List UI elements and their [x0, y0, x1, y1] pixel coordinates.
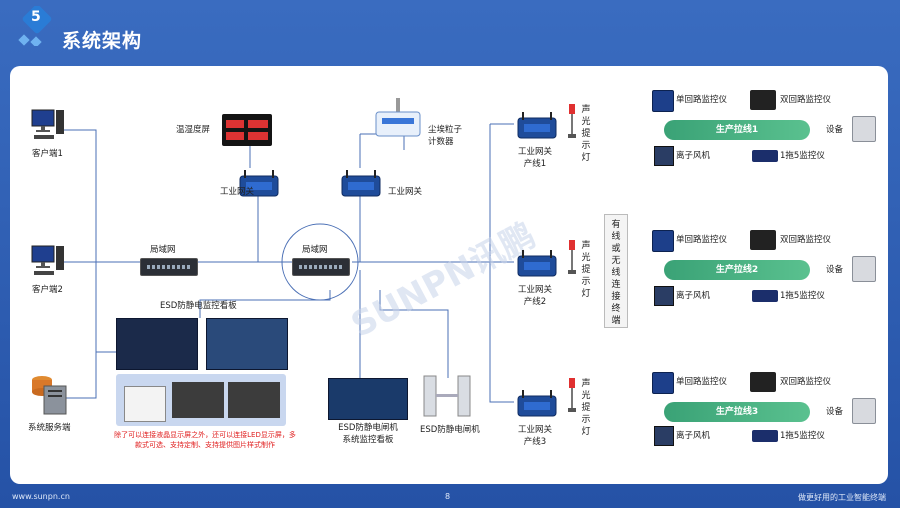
lan-center-label: 局域网: [302, 244, 328, 256]
client2-label: 客户端2: [32, 284, 63, 296]
line3-gateway-icon: [514, 388, 560, 418]
server-label: 系统服务端: [28, 422, 71, 434]
client1-label: 客户端1: [32, 148, 63, 160]
dust-counter-icon: [374, 98, 422, 140]
lan-left-switch: [140, 258, 198, 276]
line2-ion-fan-icon: [654, 286, 674, 306]
line1-single-monitor-icon: [652, 90, 674, 112]
line2-single-monitor-icon: [652, 230, 674, 252]
esd-gate-board-screen: [328, 378, 408, 420]
line3-device-icon: [852, 398, 876, 424]
line2-ion-fan-label: 离子风机: [676, 290, 710, 302]
lan-center-switch: [292, 258, 350, 276]
line1-device-icon: [852, 116, 876, 142]
esd-monitor-screen-2: [206, 318, 288, 370]
line3-light-icon: [568, 378, 576, 412]
line2-light-label: 声光提示灯: [580, 240, 592, 300]
server-icon: [30, 372, 70, 416]
client1-computer-icon: [30, 108, 66, 144]
lan-left-label: 局域网: [150, 244, 176, 256]
esd-gate-board-label: ESD防静电闸机 系统监控看板: [318, 422, 418, 446]
line3-device-label: 设备: [826, 406, 843, 418]
line2-dual-monitor-icon: [750, 230, 776, 250]
line1-one-to-five-icon: [752, 150, 778, 162]
line1-production-bar: 生产拉线1: [664, 120, 810, 140]
line3-single-monitor-icon: [652, 372, 674, 394]
line2-single-monitor-label: 单回路监控仪: [676, 234, 727, 246]
line1-ion-fan-label: 离子风机: [676, 150, 710, 162]
line1-dual-monitor-icon: [750, 90, 776, 110]
temp-screen-label: 温湿度屏: [176, 124, 210, 136]
footer-page-number: 8: [445, 492, 450, 501]
line3-ion-fan-icon: [654, 426, 674, 446]
gateway-left-label: 工业网关: [220, 186, 254, 198]
line2-one-to-five-icon: [752, 290, 778, 302]
esd-gate-label: ESD防静电闸机: [420, 424, 480, 436]
line2-device-label: 设备: [826, 264, 843, 276]
esd-monitor-screen-1: [116, 318, 198, 370]
line1-ion-fan-icon: [654, 146, 674, 166]
line3-gateway-label: 工业网关 产线3: [508, 424, 562, 448]
line1-gateway-label: 工业网关 产线1: [508, 146, 562, 170]
wireless-label: 有线或无线连接终端: [610, 219, 622, 327]
line2-production-bar: 生产拉线2: [664, 260, 810, 280]
line2-gateway-label: 工业网关 产线2: [508, 284, 562, 308]
gateway-center-label: 工业网关: [388, 186, 422, 198]
line3-one-to-five-icon: [752, 430, 778, 442]
line2-light-icon: [568, 240, 576, 274]
led-board-group: [116, 374, 286, 426]
svg-text:SUNPN讯鹏: SUNPN讯鹏: [345, 215, 542, 345]
line1-dual-monitor-label: 双回路监控仪: [780, 94, 831, 106]
temp-humidity-screen-icon: [222, 114, 272, 146]
line2-one-to-five-label: 1拖5监控仪: [780, 290, 825, 302]
esd-board-label: ESD防静电监控看板: [160, 300, 237, 312]
line3-production-bar: 生产拉线3: [664, 402, 810, 422]
line3-one-to-five-label: 1拖5监控仪: [780, 430, 825, 442]
client2-computer-icon: [30, 244, 66, 280]
wireless-connection-box: 有线或无线连接终端: [604, 214, 628, 328]
line3-ion-fan-label: 离子风机: [676, 430, 710, 442]
line3-dual-monitor-label: 双回路监控仪: [780, 376, 831, 388]
line3-dual-monitor-icon: [750, 372, 776, 392]
line1-one-to-five-label: 1拖5监控仪: [780, 150, 825, 162]
line1-light-icon: [568, 104, 576, 138]
line3-light-label: 声光提示灯: [580, 378, 592, 438]
footer-website: www.sunpn.cn: [12, 492, 70, 501]
dust-counter-label: 尘埃粒子 计数器: [428, 124, 462, 148]
line2-dual-monitor-label: 双回路监控仪: [780, 234, 831, 246]
led-support-note: 除了可以连接液晶显示屏之外，还可以连接LED显示屏，多款式可选、支持定制、支持提…: [112, 430, 298, 450]
esd-gate-icon: [420, 372, 476, 418]
footer-slogan: 做更好用的工业智能终端: [798, 492, 886, 503]
line2-gateway-icon: [514, 248, 560, 278]
line1-light-label: 声光提示灯: [580, 104, 592, 164]
line1-single-monitor-label: 单回路监控仪: [676, 94, 727, 106]
line1-device-label: 设备: [826, 124, 843, 136]
line3-single-monitor-label: 单回路监控仪: [676, 376, 727, 388]
gateway-center-icon: [338, 168, 384, 198]
line1-gateway-icon: [514, 110, 560, 140]
line2-device-icon: [852, 256, 876, 282]
